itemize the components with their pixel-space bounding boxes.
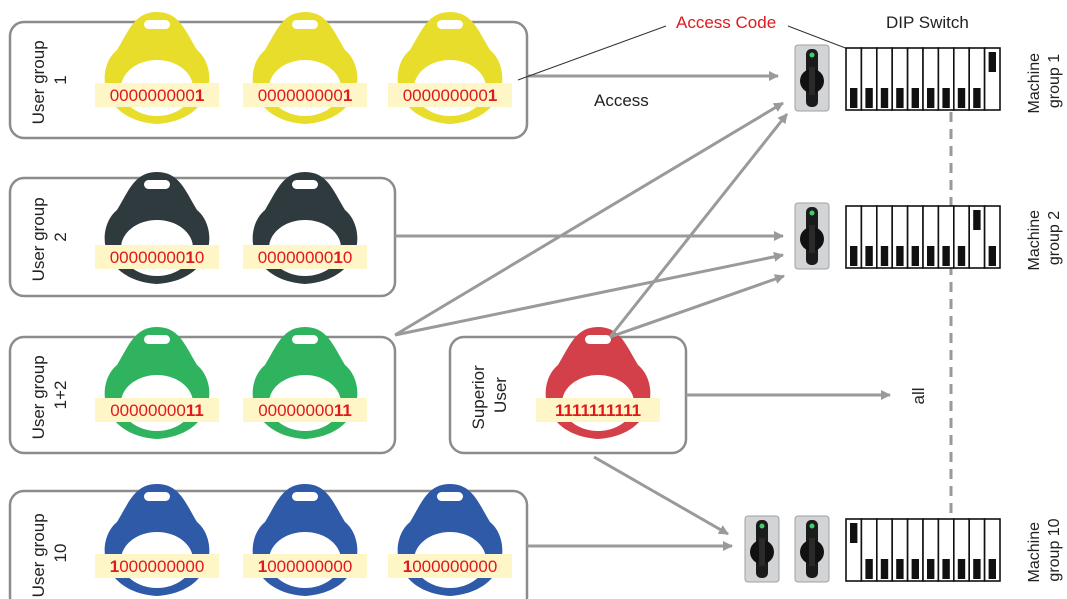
access-caption: Access [594,91,649,110]
dip-switch-lever [983,47,1001,111]
code-text: 0000000001 [403,86,498,105]
dip-switch-lever [983,205,1001,269]
key-switch-icon [794,202,830,270]
access-code-pointer [517,25,667,81]
code-text: 0000000011 [110,401,204,420]
dip-switch-10 [845,518,1001,582]
arrow-superior-to-machine1 [608,113,789,338]
arrow-group12-to-machine2 [394,251,784,337]
user-group-1-2-codes: 0000000011 0000000011 [95,398,367,422]
dip-switch-caption: DIP Switch [886,13,969,32]
arrow-superior-to-machine10 [593,455,729,536]
code-text: 0000000001 [110,86,205,105]
access-code-caption: Access Code [676,13,776,32]
code-text: 0000000010 [258,248,353,267]
superior-code: 1111111111 [555,401,641,420]
machine-group-2-label: Machine group 2 [1026,206,1063,271]
user-group-1-2-label: User group 1+2 [29,351,70,440]
superior-code-highlight [536,398,660,422]
code-text: 0000000010 [110,248,205,267]
code-text: 0000000001 [258,86,353,105]
access-arrows [394,71,891,551]
code-text: 1000000000 [110,557,205,576]
key-switch-icon [744,515,780,583]
dip-switch-pointer [787,25,849,50]
dip-switch-2 [845,205,1001,269]
dip-switch-lever [983,518,1001,582]
user-group-1-codes: 0000000001 0000000001 0000000001 [95,83,512,107]
dip-switch-1 [845,47,1001,111]
all-caption: all [909,387,928,404]
user-group-1-label: User group 1 [29,36,70,125]
code-text: 1000000000 [403,557,498,576]
arrow-group12-to-machine1 [394,101,784,337]
user-group-2-codes: 0000000010 0000000010 [95,245,367,269]
code-text: 1000000000 [258,557,353,576]
machine-group-10-label: Machine group 10 [1026,518,1063,583]
code-text: 0000000011 [258,401,352,420]
user-group-10-codes: 1000000000 1000000000 1000000000 [95,554,512,578]
key-switch-icon [794,44,830,112]
arrow-superior-to-machine2 [609,274,785,339]
machine-group-1-label: Machine group 1 [1026,49,1063,114]
superior-user-label: Superior User [469,361,510,430]
user-group-2-label: User group 2 [29,193,70,282]
user-group-10-label: User group 10 [29,509,70,598]
key-switch-icon [794,515,830,583]
